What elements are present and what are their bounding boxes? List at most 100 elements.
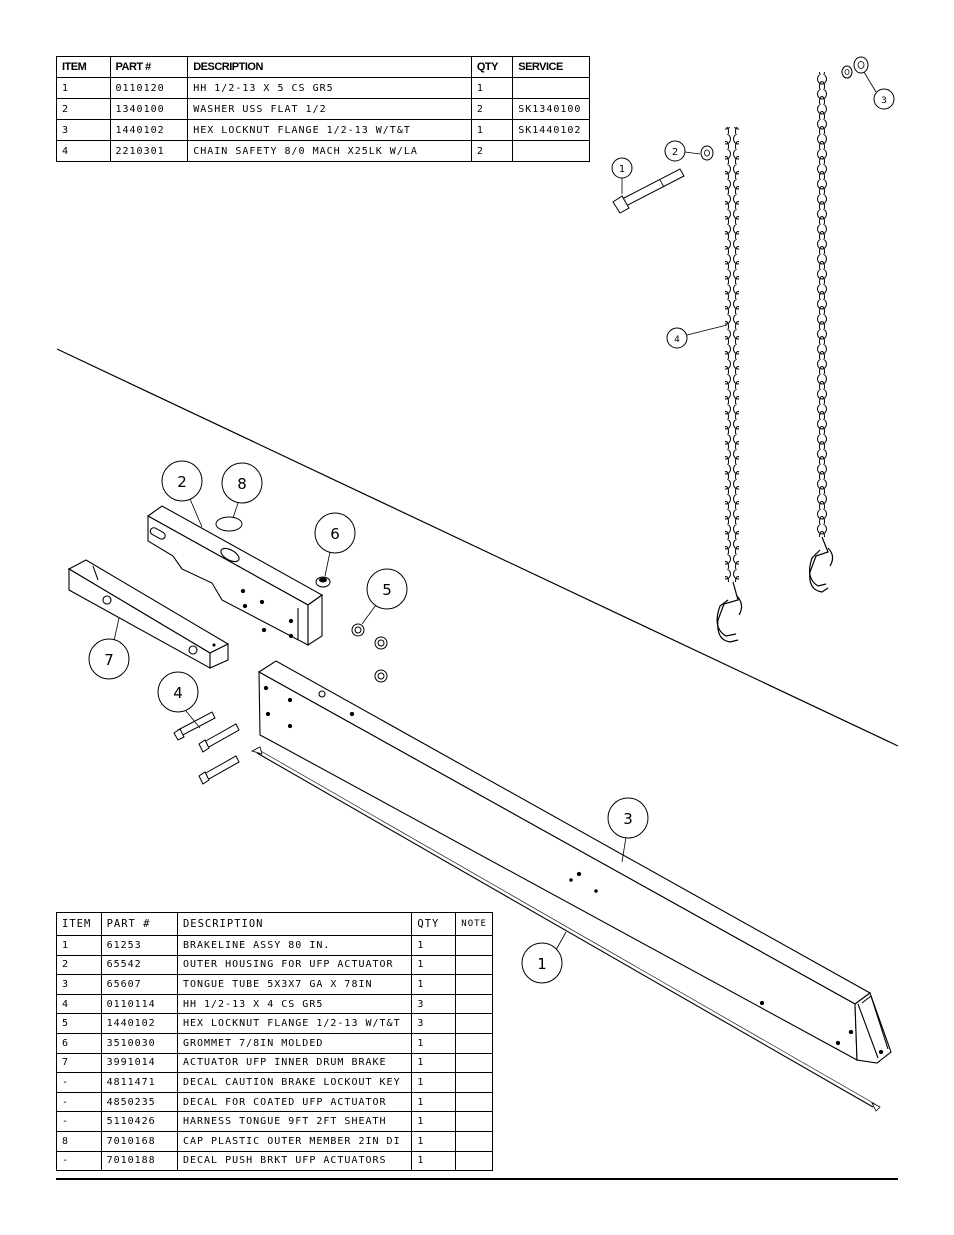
cell-part: 4811471 (100, 1072, 178, 1093)
cell-note (455, 1111, 493, 1132)
cell-item: - (56, 1072, 102, 1093)
cell-qty: 3 (411, 1013, 457, 1034)
cell-part: 1440102 (109, 119, 189, 141)
cell-item: 8 (56, 1130, 102, 1152)
cell-qty: 1 (411, 974, 457, 995)
col-part: PART # (100, 912, 178, 936)
cell-qty: 1 (411, 1072, 457, 1093)
col-part: PART # (109, 56, 189, 78)
locknut-top-icon (841, 56, 869, 79)
cell-part: 65542 (100, 954, 178, 976)
cell-item: 3 (56, 974, 102, 995)
cell-description: TONGUE TUBE 5X3X7 GA X 78IN (176, 974, 413, 995)
cell-qty: 1 (411, 1150, 457, 1172)
callout-top-3-label: 3 (881, 96, 887, 106)
callout-top-1: 1 (611, 157, 633, 194)
callout-2: 2 (161, 460, 203, 528)
callout-8-label: 8 (237, 475, 247, 493)
cell-item: - (56, 1091, 102, 1113)
washer-top-icon (700, 145, 714, 161)
separator-diagonal (56, 348, 899, 747)
locknuts-icon (351, 623, 388, 683)
cell-part: 3510030 (100, 1032, 178, 1054)
callout-8: 8 (221, 462, 263, 519)
col-description: DESCRIPTION (187, 56, 472, 78)
cell-part: 7010168 (100, 1130, 178, 1152)
cell-part: 0110114 (100, 993, 178, 1015)
callout-top-2: 2 (664, 140, 701, 162)
table-header-row: ITEM PART # DESCRIPTION QTY SERVICE (56, 56, 590, 78)
plastic-cap-icon (215, 516, 243, 532)
cell-item: - (56, 1150, 102, 1172)
cell-qty: 1 (411, 1091, 457, 1113)
cell-item: 2 (56, 98, 111, 120)
callout-top-3: 3 (863, 71, 895, 110)
callout-5: 5 (361, 568, 408, 625)
cell-item: 4 (56, 993, 102, 1015)
cell-description: HARNESS TONGUE 9FT 2FT SHEATH (176, 1111, 413, 1132)
cell-description: ACTUATOR UFP INNER DRUM BRAKE (176, 1052, 413, 1074)
cell-description: CAP PLASTIC OUTER MEMBER 2IN DI (176, 1130, 413, 1152)
cell-note (455, 974, 493, 995)
cell-note (455, 993, 493, 1015)
cell-note (455, 1091, 493, 1113)
cell-qty: 1 (411, 1052, 457, 1074)
bolt-top-icon (612, 168, 685, 214)
cell-service (512, 77, 590, 99)
callout-top-2-label: 2 (672, 147, 678, 158)
grommet-icon (315, 576, 331, 588)
cell-item: 1 (56, 77, 111, 99)
cell-note (455, 1032, 493, 1054)
cell-qty: 1 (411, 935, 457, 956)
cell-part: 5110426 (100, 1111, 178, 1132)
cell-note (455, 1072, 493, 1093)
col-qty: QTY (470, 56, 514, 78)
callout-7-label: 7 (104, 651, 114, 669)
col-description: DESCRIPTION (176, 912, 413, 936)
table-row: 2 1340100 WASHER USS FLAT 1/2 2 SK134010… (56, 98, 590, 120)
table-row: 3 1440102 HEX LOCKNUT FLANGE 1/2-13 W/T&… (56, 119, 590, 141)
cell-qty: 1 (411, 1032, 457, 1054)
cell-qty: 1 (470, 119, 514, 141)
callout-top-4: 4 (666, 324, 728, 349)
callout-3: 3 (607, 797, 649, 863)
cell-description: DECAL CAUTION BRAKE LOCKOUT KEY (176, 1072, 413, 1093)
cell-note (455, 935, 493, 956)
cell-part: 0110120 (109, 77, 189, 99)
bolts-icon (173, 711, 240, 785)
cell-description: WASHER USS FLAT 1/2 (187, 98, 472, 120)
cell-description: HH 1/2-13 X 5 CS GR5 (187, 77, 472, 99)
outer-housing (146, 505, 324, 647)
cell-note (455, 1130, 493, 1152)
cell-service (512, 140, 590, 162)
cell-qty: 1 (470, 77, 514, 99)
callout-4: 4 (157, 671, 201, 729)
cell-qty: 1 (411, 1130, 457, 1152)
callout-1: 1 (521, 931, 567, 984)
cell-item: 2 (56, 954, 102, 976)
cell-part: 2210301 (109, 140, 189, 162)
safety-chain-b (808, 72, 834, 593)
cell-qty: 3 (411, 993, 457, 1015)
callout-top-1-label: 1 (619, 164, 625, 175)
cell-item: 7 (56, 1052, 102, 1074)
cell-description: GROMMET 7/8IN MOLDED (176, 1032, 413, 1054)
callout-3-label: 3 (623, 810, 633, 828)
cell-description: OUTER HOUSING FOR UFP ACTUATOR (176, 954, 413, 976)
cell-item: 5 (56, 1013, 102, 1034)
table-header-row: ITEM PART # DESCRIPTION QTY NOTE (56, 912, 493, 936)
callout-top-4-label: 4 (674, 335, 680, 345)
parts-table-chain: ITEM PART # DESCRIPTION QTY SERVICE 1 01… (56, 56, 590, 162)
cell-description: DECAL PUSH BRKT UFP ACTUATORS (176, 1150, 413, 1172)
cell-qty: 1 (411, 954, 457, 976)
safety-chain-a (716, 127, 743, 643)
cell-description: CHAIN SAFETY 8/0 MACH X25LK W/LA (187, 140, 472, 162)
cell-description: HH 1/2-13 X 4 CS GR5 (176, 993, 413, 1015)
